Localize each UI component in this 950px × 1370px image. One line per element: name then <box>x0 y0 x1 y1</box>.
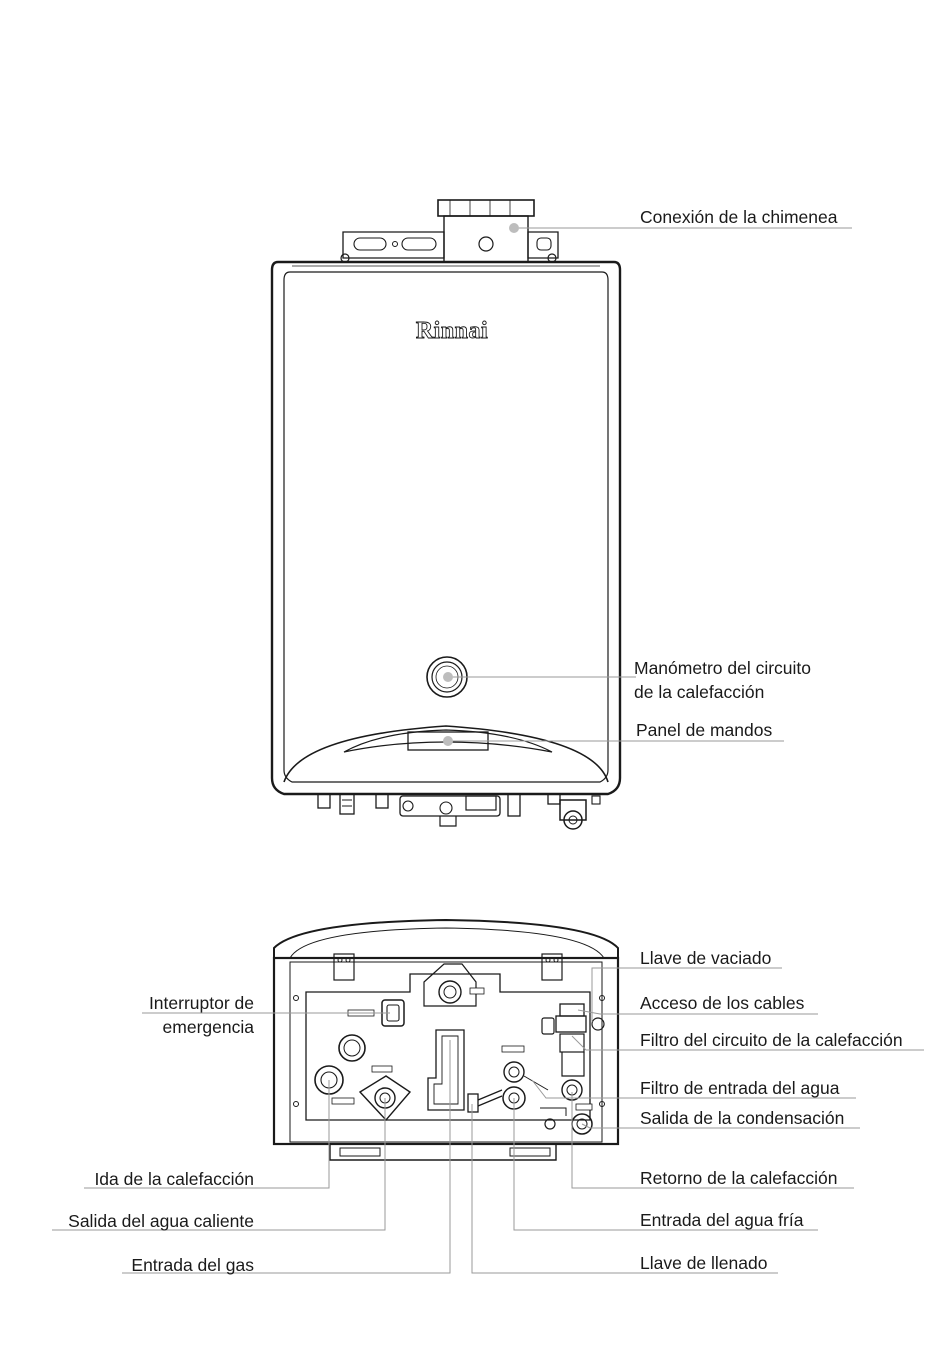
leader-lines <box>52 227 924 1274</box>
label-acceso-cables: Acceso de los cables <box>640 993 805 1013</box>
label-gas: Entrada del gas <box>131 1255 254 1275</box>
label-agua-fria: Entrada del agua fría <box>640 1210 804 1230</box>
label-manometro-1: Manómetro del circuito <box>634 658 811 678</box>
label-retorno: Retorno de la calefacción <box>640 1168 837 1188</box>
label-filtro-agua: Filtro de entrada del agua <box>640 1078 840 1098</box>
label-manometro-2: de la calefacción <box>634 682 764 702</box>
label-interruptor-2: emergencia <box>163 1017 255 1037</box>
flue-connection <box>340 199 559 263</box>
label-panel: Panel de mandos <box>636 720 772 740</box>
label-llave-llenado: Llave de llenado <box>640 1253 767 1273</box>
labels: Conexión de la chimenea Manómetro del ci… <box>68 207 902 1275</box>
gas-inlet-pipe <box>427 1029 465 1111</box>
label-interruptor-1: Interruptor de <box>149 993 254 1013</box>
boiler-casing <box>270 260 622 796</box>
bottom-casing <box>272 956 620 1146</box>
label-condensacion: Salida de la condensación <box>640 1108 844 1128</box>
label-filtro-calefaccion: Filtro del circuito de la calefacción <box>640 1030 903 1050</box>
front-view: Rinnai <box>270 199 622 830</box>
control-panel <box>283 725 609 783</box>
filling-valve <box>467 1089 503 1113</box>
leader-dots <box>443 223 519 746</box>
label-chimenea: Conexión de la chimenea <box>640 207 838 227</box>
heating-flow-fitting <box>314 1034 366 1105</box>
bottom-view <box>272 918 620 1161</box>
label-ida: Ida de la calefacción <box>94 1169 254 1189</box>
top-center-fitting <box>423 963 485 1007</box>
rinnai-logo: Rinnai <box>416 318 488 344</box>
label-llave-vaciado: Llave de vaciado <box>640 948 771 968</box>
label-agua-caliente: Salida del agua caliente <box>68 1211 254 1231</box>
front-bottom-connections <box>300 793 601 830</box>
cold-water-inlet <box>501 1045 549 1110</box>
